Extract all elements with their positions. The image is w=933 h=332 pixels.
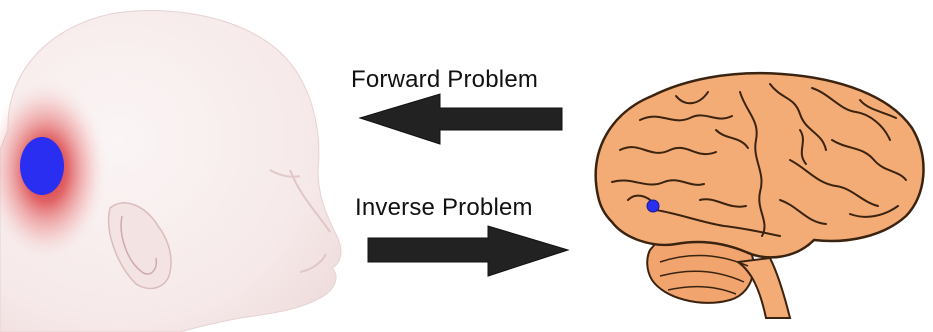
brain-icon	[596, 73, 924, 318]
inverse-arrow-icon	[368, 226, 568, 276]
forward-arrow-icon	[360, 94, 562, 144]
head-scalp-map-icon	[0, 11, 341, 332]
inverse-problem-label: Inverse Problem	[355, 194, 533, 222]
dipole-source-icon	[647, 200, 659, 212]
forward-problem-label: Forward Problem	[351, 66, 538, 94]
scalp-source-patch	[20, 137, 64, 195]
cerebrum	[596, 73, 924, 257]
